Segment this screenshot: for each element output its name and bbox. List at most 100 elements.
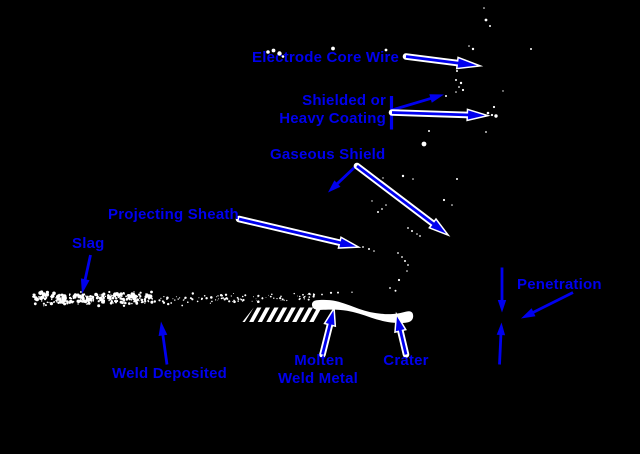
spatter-dot <box>119 300 123 304</box>
spatter-dot <box>257 296 259 298</box>
spatter-dot <box>184 296 187 299</box>
label-heavy-coating: Heavy Coating <box>279 110 386 127</box>
spatter-dot <box>153 300 156 303</box>
spatter-dot <box>69 294 71 297</box>
spatter-dot <box>281 298 284 301</box>
label-gaseous-shield: Gaseous Shield <box>270 145 386 163</box>
spatter-dot <box>228 300 231 303</box>
spatter-dot <box>297 295 298 297</box>
spatter-dot <box>116 297 118 299</box>
line-art-speckles <box>32 7 532 308</box>
spatter-dot <box>77 294 82 299</box>
arrow-head <box>467 110 485 120</box>
spatter-dot <box>198 297 200 299</box>
arrow-head <box>430 220 446 234</box>
spatter-dot <box>138 300 140 302</box>
spatter-dot <box>280 295 282 298</box>
spatter-dot <box>41 300 43 302</box>
spatter-dot <box>92 298 95 301</box>
spatter-dot <box>179 297 181 299</box>
arrow-shaft <box>238 217 343 245</box>
spatter-dot <box>237 300 239 302</box>
spatter-dot <box>41 292 46 297</box>
spatter-dot <box>233 293 235 294</box>
base-metal-hatching <box>242 307 322 322</box>
spatter-dot <box>145 293 147 295</box>
spatter-dot <box>99 297 104 302</box>
hatch-stripe <box>266 307 279 322</box>
spatter-dot <box>73 293 78 297</box>
spatter-dot <box>307 298 310 301</box>
arrow-shaft <box>398 327 408 355</box>
spatter-dot <box>283 299 285 301</box>
spatter-dot <box>87 302 89 304</box>
spatter-dot <box>421 141 427 147</box>
spatter-dot <box>33 302 37 306</box>
spatter-dot <box>401 174 405 178</box>
spatter-dot <box>43 297 47 301</box>
spatter-dot <box>492 105 496 109</box>
spatter-dot <box>175 296 177 298</box>
spatter-dot <box>83 300 87 304</box>
spatter-dot <box>158 299 161 302</box>
spatter-dot <box>218 298 220 300</box>
spatter-dot <box>144 302 146 304</box>
spatter-dot <box>407 227 409 229</box>
spatter-dot <box>351 291 353 293</box>
spatter-dot <box>81 300 85 303</box>
spatter-dot <box>90 301 93 303</box>
spatter-dot <box>85 296 89 299</box>
spatter-dot <box>241 295 244 298</box>
spatter-dot <box>108 290 111 294</box>
spatter-dot <box>242 298 245 302</box>
spatter-dot <box>236 296 239 299</box>
spatter-dot <box>112 302 114 304</box>
spatter-dot <box>97 304 101 308</box>
spatter-dot <box>455 79 457 81</box>
spatter-dot <box>459 81 463 85</box>
spatter-dot <box>57 298 59 300</box>
arrow-head <box>521 308 536 319</box>
spatter-dot <box>101 294 105 298</box>
spatter-dot <box>471 47 475 51</box>
spatter-dot <box>397 252 399 254</box>
spatter-dot <box>381 208 383 210</box>
spatter-dot <box>162 301 166 304</box>
spatter-dot <box>42 302 46 305</box>
spatter-dot <box>191 292 194 295</box>
label-slag: Slag <box>72 234 105 252</box>
arrow-shaft <box>161 333 169 365</box>
spatter-dot <box>187 301 189 304</box>
spatter-dot <box>468 45 470 47</box>
spatter-dot <box>133 291 135 293</box>
spatter-dot <box>83 293 86 296</box>
spatter-dot <box>485 131 487 133</box>
electrode-core-wire-arrow <box>402 53 484 70</box>
spatter-dot <box>200 298 203 301</box>
spatter-dot <box>209 302 211 304</box>
spatter-dot <box>428 130 430 132</box>
spatter-dot <box>181 304 184 307</box>
spatter-dot <box>490 113 494 117</box>
spatter-dot <box>385 204 387 206</box>
spatter-dot <box>293 292 295 295</box>
spatter-dot <box>451 204 453 206</box>
arrow-shaft <box>531 291 574 315</box>
spatter-dot <box>130 299 133 301</box>
spatter-dot <box>66 300 69 303</box>
spatter-dot <box>458 86 460 88</box>
spatter-dot <box>368 248 370 250</box>
spatter-dot <box>59 300 62 303</box>
spatter-dot <box>80 291 82 293</box>
spatter-dot <box>256 300 258 302</box>
spatter-dot <box>237 298 240 300</box>
arrow-shaft <box>356 164 436 227</box>
spatter-dot <box>217 299 219 301</box>
spatter-dot <box>141 300 144 304</box>
spatter-dot <box>172 298 174 300</box>
spatter-dot <box>113 292 118 297</box>
spatter-dot <box>115 301 117 304</box>
spatter-dot <box>123 293 125 295</box>
